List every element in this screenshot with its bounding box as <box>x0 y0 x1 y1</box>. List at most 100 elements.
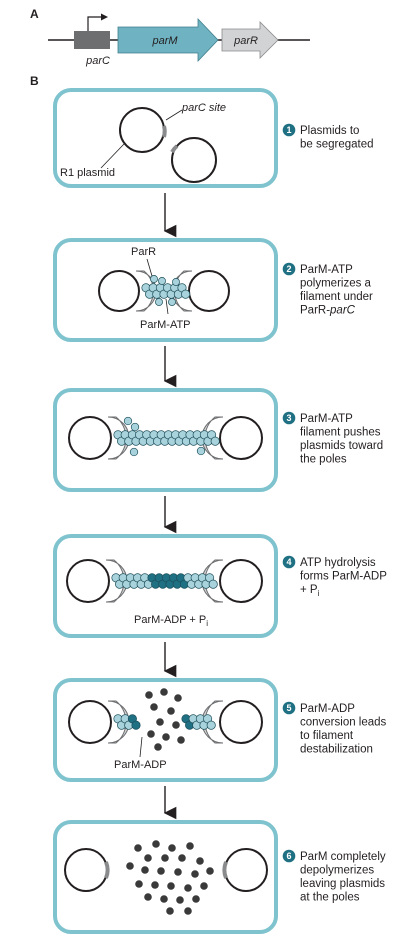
parm-adp-pi-label: ParM-ADP + Pi <box>134 614 208 628</box>
r1-plasmid-label: R1 plasmid <box>60 167 115 179</box>
parr-gene-arrow <box>221 21 279 59</box>
parm-monomer <box>134 844 142 852</box>
parc-site-2 <box>170 144 179 154</box>
parc-site-1 <box>162 125 167 138</box>
parm-subunit <box>206 720 216 730</box>
parm-subunit <box>208 579 218 589</box>
parr-label: ParR <box>131 246 156 258</box>
step-number: 5 <box>286 703 291 713</box>
parr-clamp-left <box>105 559 128 603</box>
promoter-arrow <box>87 16 104 31</box>
plasmid-left <box>98 270 140 312</box>
step-text-line: to filament <box>300 730 354 742</box>
parr-clamp-right <box>201 416 224 460</box>
parc-site-label: parC site <box>181 102 226 114</box>
parm-mixed-filament <box>111 573 218 589</box>
plasmids-step-1 <box>100 107 217 183</box>
parm-atp-free-subunit <box>172 278 180 286</box>
step-number-badge <box>282 411 296 425</box>
step-text-line: polymerizes a <box>300 278 372 290</box>
panel-a-label: A <box>30 7 39 21</box>
step-text-line: ParM-ADP <box>300 703 355 715</box>
complex-step-2 <box>98 258 230 315</box>
cell-step-1 <box>53 88 278 188</box>
parm-monomer <box>174 868 182 876</box>
parm-adp-monomer <box>147 730 155 738</box>
parm-monomer <box>184 907 192 915</box>
parm-monomer <box>152 840 160 848</box>
parm-monomer <box>157 867 165 875</box>
parm-atp-filament-long <box>113 416 220 457</box>
parm-adp-monomer <box>177 736 185 744</box>
parc-site-right <box>222 861 228 879</box>
plasmid-right <box>224 848 268 892</box>
parm-monomer <box>176 896 184 904</box>
step-text-line: destabilization <box>300 744 373 756</box>
cell-step-3 <box>53 388 278 492</box>
step-text-line: Plasmids to <box>300 125 359 137</box>
parm-adp-monomer <box>154 743 162 751</box>
complex-step-6 <box>64 840 268 915</box>
parm-monomer <box>186 842 194 850</box>
parm-monomer <box>192 895 200 903</box>
parm-monomer <box>126 862 134 870</box>
parm-monomer <box>200 882 208 890</box>
step-text-line: depolymerizes <box>300 865 374 877</box>
parm-gene-label: parM <box>151 35 178 47</box>
parm-atp-free-subunit <box>196 446 206 456</box>
step-text-line: conversion leads <box>300 717 387 729</box>
step-text-line: forms ParM-ADP <box>300 571 387 583</box>
parm-monomer <box>196 857 204 865</box>
parm-adp-monomer <box>150 703 158 711</box>
complex-step-4 <box>66 559 263 603</box>
step-text-line: filament under <box>300 291 373 303</box>
parr-clamp-right <box>201 700 224 744</box>
parm-atp-free-subunit <box>129 447 139 457</box>
parc-site-leader <box>165 109 183 121</box>
parm-adp-monomer <box>162 733 170 741</box>
parr-clamp-left <box>107 700 130 744</box>
step-text-line: the poles <box>300 454 347 466</box>
complex-step-5 <box>68 688 263 758</box>
parm-adp-label: ParM-ADP <box>114 759 167 771</box>
cell-step-4 <box>53 534 278 638</box>
parm-monomer <box>144 854 152 862</box>
step-number-badge <box>282 849 296 863</box>
plasmid-right <box>219 559 263 603</box>
parc-site-left <box>104 861 110 879</box>
parm-monomer <box>161 854 169 862</box>
parm-adp-monomer <box>145 691 153 699</box>
step-number: 2 <box>286 264 291 274</box>
parm-adp-monomer <box>167 707 175 715</box>
parm-monomer <box>178 854 186 862</box>
plasmid-left <box>64 848 108 892</box>
plasmid-left <box>68 416 112 460</box>
cell-step-6 <box>53 820 278 934</box>
parm-monomer <box>191 870 199 878</box>
parm-subunit <box>131 720 141 730</box>
step-text-line: ParM-ATP <box>300 413 353 425</box>
parm-atp-filament-short <box>141 275 191 306</box>
parm-monomer <box>184 884 192 892</box>
parm-atp-free-subunit <box>158 277 166 285</box>
parr-gene-label: parR <box>233 35 258 47</box>
cell-step-5 <box>53 678 278 782</box>
step-number: 1 <box>286 125 291 135</box>
step-text-line: + Pi <box>300 584 320 598</box>
parm-atp-free-subunit <box>155 298 163 306</box>
parr-clamp-left <box>107 416 130 460</box>
parm-monomer <box>160 895 168 903</box>
step-number: 6 <box>286 851 291 861</box>
parm-adp-leader <box>139 736 143 758</box>
plasmid-right <box>219 700 263 744</box>
step-number: 4 <box>286 557 291 567</box>
step-number: 3 <box>286 413 291 423</box>
parm-atp-free-subunit <box>168 298 176 306</box>
plasmid-right <box>219 416 263 460</box>
step-text-line: plasmids toward <box>300 440 383 452</box>
parm-monomer <box>166 907 174 915</box>
step-text-line: ParM completely <box>300 851 386 863</box>
